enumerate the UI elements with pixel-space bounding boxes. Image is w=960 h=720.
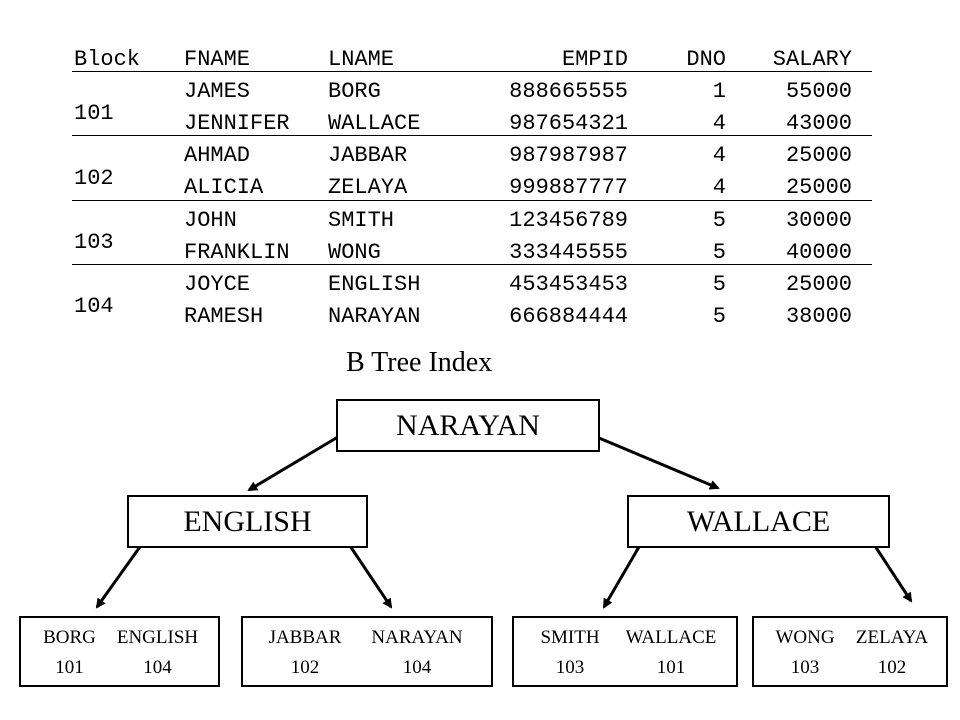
leaf-block: 103 [555, 657, 585, 678]
table-rule [72, 200, 872, 201]
cell-empid: 987987987 [509, 143, 628, 168]
cell-salary: 30000 [785, 208, 852, 233]
cell-salary: 43000 [785, 111, 852, 136]
cell-empid: 123456789 [509, 208, 628, 233]
leaf-key: BORG [43, 627, 96, 648]
internal-node-left: ENGLISH [127, 495, 368, 548]
leaf-block: 102 [877, 657, 907, 678]
leaf-node: WONG ZELAYA 103 102 [752, 616, 948, 687]
leaf-key: ZELAYA [855, 627, 929, 648]
cell-salary: 55000 [785, 79, 852, 104]
leaf-block: 104 [143, 657, 172, 678]
leaf-key: NARAYAN [371, 627, 463, 648]
cell-empid: 453453453 [509, 272, 628, 297]
tree-title: B Tree Index [346, 347, 493, 378]
cell-dno: 4 [712, 143, 726, 168]
block-label: 104 [74, 294, 114, 319]
cell-fname: JOYCE [184, 272, 251, 297]
cell-fname: FRANKLIN [184, 240, 290, 265]
cell-dno: 1 [712, 79, 726, 104]
cell-salary: 25000 [785, 143, 852, 168]
leaf-key: JABBAR [268, 627, 342, 648]
leaf-node: BORG ENGLISH 101 104 [19, 616, 220, 687]
block-label: 102 [74, 166, 114, 191]
cell-salary: 38000 [785, 304, 852, 329]
internal-key: ENGLISH [183, 505, 312, 538]
cell-lname: SMITH [328, 208, 395, 233]
header-salary: SALARY [772, 47, 852, 72]
cell-fname: ALICIA [184, 175, 264, 200]
leaf-key: SMITH [540, 627, 600, 648]
cell-empid: 987654321 [509, 111, 628, 136]
cell-dno: 4 [712, 111, 726, 136]
cell-dno: 5 [712, 208, 726, 233]
cell-lname: WONG [328, 240, 381, 265]
root-node: NARAYAN [336, 399, 600, 452]
cell-lname: BORG [328, 79, 381, 104]
leaf-block: 103 [790, 657, 820, 678]
table-rule [72, 264, 872, 265]
leaf-key: ENGLISH [116, 627, 199, 648]
leaf-block: 104 [402, 657, 432, 678]
cell-salary: 25000 [785, 272, 852, 297]
cell-empid: 999887777 [509, 175, 628, 200]
leaf-key: WONG [775, 627, 835, 648]
cell-lname: WALLACE [328, 111, 421, 136]
leaf-node: SMITH WALLACE 103 101 [512, 616, 738, 687]
leaf-block: 101 [55, 657, 84, 678]
internal-key: WALLACE [686, 505, 831, 538]
cell-fname: RAMESH [184, 304, 264, 329]
cell-empid: 888665555 [509, 79, 628, 104]
header-fname: FNAME [184, 47, 251, 72]
cell-lname: ZELAYA [328, 175, 408, 200]
cell-salary: 25000 [785, 175, 852, 200]
block-label: 101 [74, 101, 114, 126]
cell-salary: 40000 [785, 240, 852, 265]
cell-fname: JOHN [184, 208, 237, 233]
block-label: 103 [74, 230, 114, 255]
leaf-node: JABBAR NARAYAN 102 104 [241, 616, 493, 687]
header-dno: DNO [686, 47, 726, 72]
cell-empid: 666884444 [509, 304, 628, 329]
cell-dno: 5 [712, 304, 726, 329]
cell-dno: 5 [712, 240, 726, 265]
root-key: NARAYAN [396, 409, 540, 442]
cell-empid: 333445555 [509, 240, 628, 265]
cell-lname: JABBAR [328, 143, 408, 168]
leaf-block: 102 [290, 657, 320, 678]
cell-dno: 4 [712, 175, 726, 200]
header-lname: LNAME [328, 47, 395, 72]
cell-fname: JENNIFER [184, 111, 290, 136]
leaf-key: WALLACE [625, 627, 717, 648]
cell-fname: JAMES [184, 79, 251, 104]
cell-dno: 5 [712, 272, 726, 297]
table-rule [72, 71, 872, 72]
leaf-block: 101 [656, 657, 686, 678]
cell-lname: ENGLISH [328, 272, 421, 297]
cell-fname: AHMAD [184, 143, 251, 168]
header-block: Block [74, 47, 141, 72]
cell-lname: NARAYAN [328, 304, 421, 329]
header-empid: EMPID [561, 47, 628, 72]
internal-node-right: WALLACE [627, 495, 890, 548]
table-rule [72, 135, 872, 136]
